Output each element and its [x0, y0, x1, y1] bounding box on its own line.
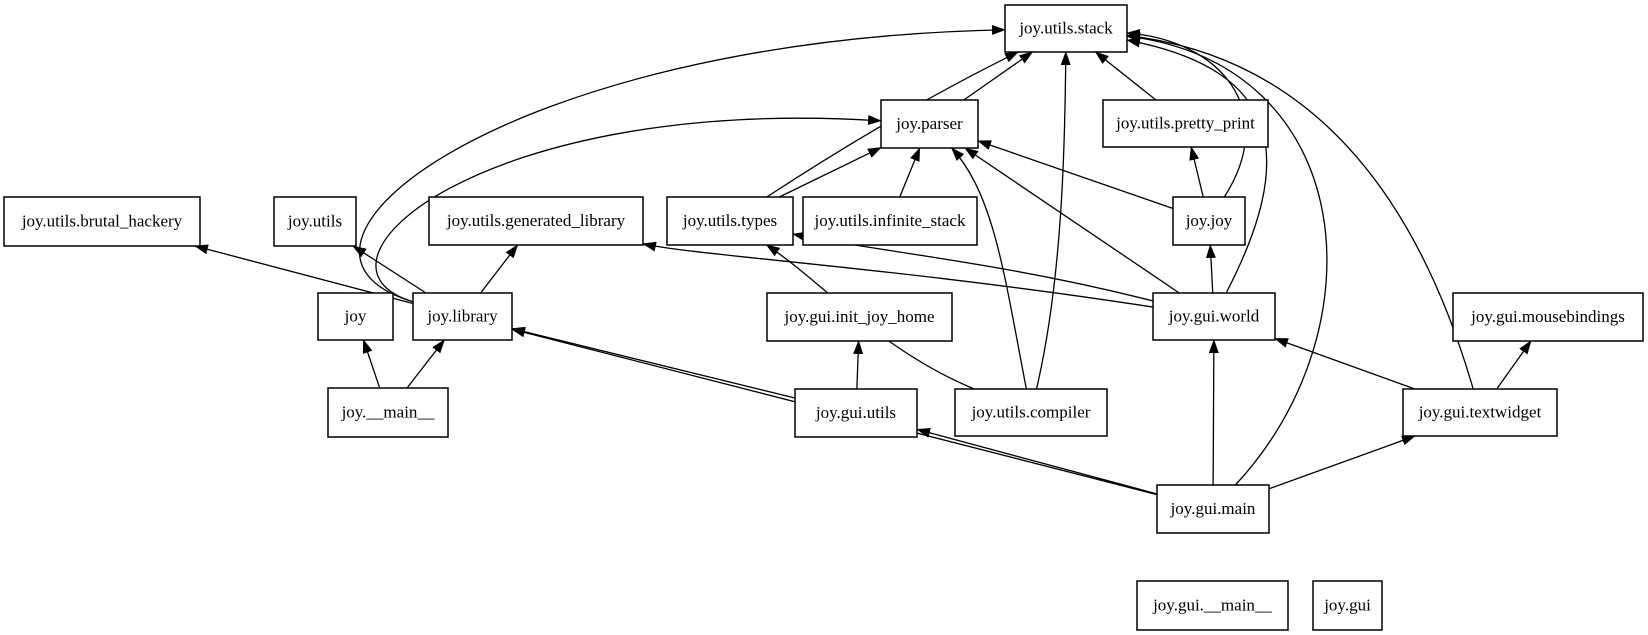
- edge-joy-joy-to-joy-parser: [977, 140, 1174, 210]
- node-joy-utils-prettyprint: joy.utils.pretty_print: [1102, 99, 1269, 148]
- edge-joy-gui-world-to-joy-utils-stack: [1126, 37, 1268, 294]
- node-box: [1172, 196, 1246, 246]
- node-label: joy.utils.generated_library: [446, 211, 626, 230]
- node-label: joy.parser: [895, 114, 963, 133]
- node-box: [954, 388, 1108, 437]
- node-joy-gui-world: joy.gui.world: [1152, 292, 1276, 341]
- node-box: [802, 196, 978, 246]
- node-joy-utils-infinitestack: joy.utils.infinite_stack: [802, 196, 978, 246]
- edge-joy-utils-types-to-joy-parser: [779, 146, 882, 198]
- node-label: joy.gui.main: [1170, 499, 1256, 518]
- edge-joy-gui-textwidget-to-joy-gui-world: [1274, 337, 1416, 390]
- node-box: [428, 196, 644, 246]
- node-box: [1004, 4, 1128, 53]
- node-box: [880, 99, 979, 149]
- node-label: joy.gui.utils: [815, 403, 896, 422]
- node-label: joy.utils.stack: [1018, 18, 1113, 37]
- edge-joy-joy-to-joy-utils-prettyprint: [1189, 146, 1204, 198]
- edge-joy-library-to-joy-utils-stack: [359, 25, 1006, 303]
- node-joy-gui-main: joy.gui.main: [1156, 484, 1270, 534]
- edge-joy-gui-textwidget-to-joy-gui-mousebindings: [1496, 340, 1532, 390]
- node-box: [317, 292, 394, 341]
- node-label: joy.gui.init_joy_home: [783, 307, 934, 326]
- edge-joy-utils-infinitestack-to-joy-parser: [899, 147, 921, 198]
- node-label: joy.utils.infinite_stack: [814, 211, 966, 230]
- node-joy-utils-compiler: joy.utils.compiler: [954, 388, 1108, 437]
- node-label: joy.joy: [1185, 211, 1233, 230]
- node-joy-utils: joy.utils: [273, 196, 357, 247]
- edge-joy-utils-compiler-to-joy-parser: [950, 147, 1028, 390]
- node-label: joy.gui.mousebindings: [1470, 307, 1625, 326]
- node-label: joy.gui.world: [1168, 306, 1260, 325]
- node-box: [1452, 292, 1644, 342]
- edge-joy-utils-compiler-to-joy-utils-stack: [1035, 51, 1071, 390]
- edge-joy-joy-to-joy-utils-stack: [1126, 29, 1247, 198]
- edge-joy-gui-textwidget-to-joy-utils-stack: [1126, 32, 1474, 390]
- node-joy-utils-types: joy.utils.types: [666, 196, 794, 246]
- node-joy-utils-brutalhackery: joy.utils.brutal_hackery: [3, 196, 201, 247]
- edge-joy-main-to-joy-library: [406, 339, 445, 389]
- node-label: joy: [344, 306, 367, 325]
- edge-joy-gui-main-to-joy-gui-textwidget: [1268, 435, 1416, 490]
- edge-joy-gui-utils-to-joy-gui-initjoyhome: [853, 340, 864, 390]
- edge-joy-gui-world-to-joy-utils-generatedlibrary: [642, 241, 1154, 308]
- node-box: [273, 196, 357, 247]
- edge-joy-library-to-joy-utils-generatedlibrary: [480, 244, 519, 294]
- node-box: [1102, 99, 1269, 148]
- node-joy-gui: joy.gui: [1312, 580, 1383, 631]
- nodes-layer: joy.utils.stack joy.parser joy.utils.prett…: [3, 4, 1644, 631]
- node-joy-gui-textwidget: joy.gui.textwidget: [1402, 388, 1558, 437]
- node-label: joy.utils.pretty_print: [1115, 113, 1255, 132]
- edge-joy-gui-world-to-joy-joy: [1205, 244, 1216, 294]
- node-box: [794, 388, 918, 438]
- node-box: [1312, 580, 1383, 631]
- node-joy-library: joy.library: [412, 292, 513, 341]
- node-joy: joy: [317, 292, 394, 341]
- node-joy-utils-generatedlibrary: joy.utils.generated_library: [428, 196, 644, 246]
- edge-joy-gui-main-to-joy-utils-stack: [1126, 32, 1328, 486]
- node-box: [1402, 388, 1558, 437]
- node-label: joy.library: [426, 306, 498, 325]
- node-label: joy.gui.textwidget: [1418, 402, 1542, 421]
- edge-joy-main-to-joy: [362, 339, 381, 389]
- node-label: joy.utils.compiler: [971, 402, 1091, 421]
- node-box: [1152, 292, 1276, 341]
- node-label: joy.utils.types: [682, 211, 777, 230]
- node-joy-gui-mousebindings: joy.gui.mousebindings: [1452, 292, 1644, 342]
- node-box: [3, 196, 201, 247]
- edge-joy-utils-prettyprint-to-joy-utils-stack: [1094, 51, 1157, 101]
- node-label: joy.utils: [287, 211, 342, 230]
- edge-joy-gui-utils-to-joy-library: [511, 326, 796, 399]
- node-joy-utils-stack: joy.utils.stack: [1004, 4, 1128, 53]
- node-joy-parser: joy.parser: [880, 99, 979, 149]
- node-box: [1156, 484, 1270, 534]
- node-box: [412, 292, 513, 341]
- node-joy-gui-initjoyhome: joy.gui.init_joy_home: [766, 292, 953, 342]
- node-joy-gui-main: joy.gui.__main__: [1136, 580, 1289, 631]
- node-label: joy.__main__: [341, 402, 435, 421]
- node-label: joy.utils.brutal_hackery: [21, 211, 183, 230]
- node-joy-gui-utils: joy.gui.utils: [794, 388, 918, 438]
- node-box: [766, 292, 953, 342]
- node-label: joy.gui.__main__: [1152, 595, 1272, 614]
- edge-joy-library-to-joy-parser: [375, 115, 882, 303]
- node-joy-joy: joy.joy: [1172, 196, 1246, 246]
- edge-joy-library-to-joy-utils: [352, 245, 427, 294]
- node-joy-main: joy.__main__: [327, 387, 449, 438]
- node-box: [1136, 580, 1289, 631]
- edge-joy-gui-world-to-joy-parser: [964, 147, 1180, 294]
- node-box: [327, 387, 449, 438]
- node-label: joy.gui: [1323, 595, 1371, 614]
- edge-joy-parser-to-joy-utils-stack: [963, 51, 1034, 101]
- edge-joy-gui-main-to-joy-gui-utils: [916, 427, 1158, 495]
- node-box: [666, 196, 794, 246]
- edge-joy-gui-main-to-joy-gui-world: [1208, 339, 1219, 486]
